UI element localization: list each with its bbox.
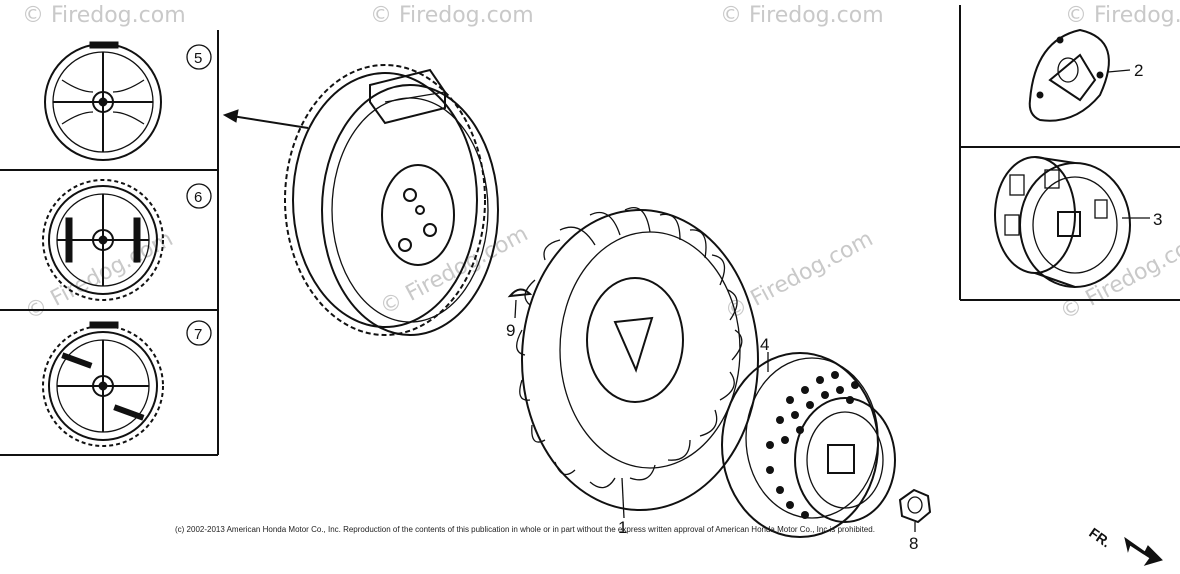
part-2-plate: 2 — [1028, 28, 1143, 122]
callout-5: 5 — [194, 50, 202, 67]
watermark-top-1: © Firedog.com — [22, 3, 186, 28]
callout-6: 6 — [194, 189, 202, 206]
flywheel-large — [284, 64, 499, 336]
watermark-mid-4: © Firedog.com — [1056, 226, 1180, 325]
left-variants-panel — [0, 30, 219, 456]
watermark-mid-3: © Firedog.com — [721, 226, 877, 325]
watermark-top-4: © Firedog.com — [1065, 3, 1180, 28]
callout-3: 3 — [1153, 210, 1162, 229]
part-3-pulley-cup: 3 — [994, 156, 1162, 288]
part-1-fan-flywheel: 1 — [516, 206, 759, 537]
callout-1: 1 — [618, 518, 627, 537]
direction-arrow-icon — [1124, 536, 1163, 566]
flywheel-variant-6: 6 — [42, 179, 212, 301]
right-parts-panel — [959, 5, 1180, 301]
callout-7: 7 — [194, 326, 202, 343]
front-direction-indicator: FR. — [1086, 524, 1163, 566]
watermark-top-2: © Firedog.com — [370, 3, 534, 28]
part-9-woodruff-key: 9 — [506, 288, 533, 340]
flywheel-variant-7: 7 — [42, 320, 212, 447]
part-4-starter-pulley: 4 — [721, 335, 896, 538]
variant-pointer-arrow — [222, 109, 309, 129]
callout-8: 8 — [909, 534, 918, 553]
copyright-notice: (c) 2002-2013 American Honda Motor Co., … — [175, 525, 875, 534]
callout-4: 4 — [760, 335, 769, 354]
watermark-mid-2: © Firedog.com — [376, 221, 532, 320]
callout-9: 9 — [506, 321, 515, 340]
flywheel-variant-5: 5 — [44, 41, 212, 161]
part-8-flange-nut: 8 — [898, 488, 932, 553]
watermark-top-3: © Firedog.com — [720, 3, 884, 28]
callout-2: 2 — [1134, 61, 1143, 80]
direction-label: FR. — [1086, 524, 1114, 550]
